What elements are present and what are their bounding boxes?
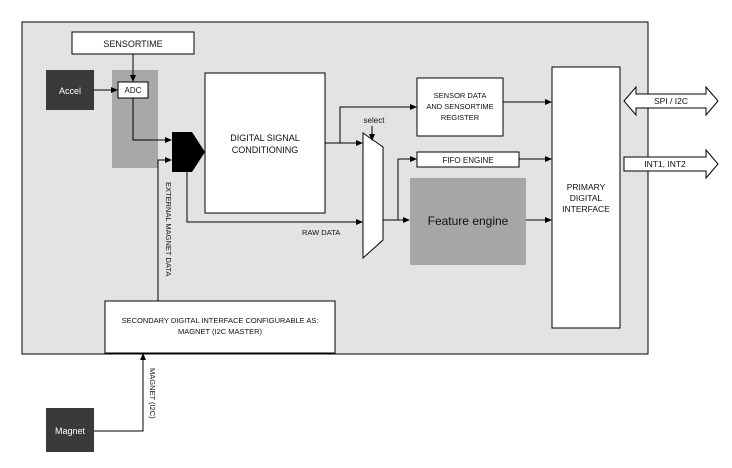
fifo-engine-label: FIFO ENGINE bbox=[442, 156, 493, 165]
digital-signal-conditioning-box bbox=[204, 72, 326, 214]
sensor-data-label-line3: REGISTER bbox=[441, 113, 480, 122]
raw-data-label: RAW DATA bbox=[302, 228, 340, 237]
conn-ext-magnet-merge bbox=[157, 157, 172, 301]
sensor-data-label-line2: AND SENSORTIME bbox=[426, 102, 493, 111]
pdi-label-line3: INTERFACE bbox=[562, 204, 610, 214]
adc-label: ADC bbox=[125, 86, 142, 95]
sensor-data-register-box bbox=[416, 77, 504, 137]
int-label: INT1, INT2 bbox=[644, 159, 686, 169]
secondary-digital-interface-box bbox=[104, 300, 336, 354]
magnet-i2c-label: MAGNET (I2C) bbox=[148, 368, 157, 419]
sensor-data-label-line1: SENSOR DATA bbox=[434, 91, 487, 100]
merge-block bbox=[172, 132, 205, 172]
conn-merge-raw-data bbox=[186, 172, 363, 225]
conn-magnet-sdi bbox=[94, 353, 146, 432]
feature-engine-box bbox=[410, 178, 526, 265]
conn-mux-fifo bbox=[383, 156, 417, 221]
sensortime-label: SENSORTIME bbox=[103, 39, 162, 49]
int-arrow bbox=[623, 148, 719, 180]
multiplexer bbox=[362, 132, 384, 260]
select-label: select bbox=[364, 116, 386, 125]
primary-digital-interface-box bbox=[551, 66, 621, 329]
magnet-label: Magnet bbox=[55, 426, 86, 436]
magnet-box bbox=[46, 408, 94, 452]
dsc-label-line1: DIGITAL SIGNAL bbox=[230, 133, 300, 143]
sdi-label-line2: MAGNET (I2C MASTER) bbox=[178, 327, 263, 336]
accel-box bbox=[46, 70, 94, 110]
spi-i2c-arrow bbox=[623, 85, 719, 117]
sdi-label-line1: SECONDARY DIGITAL INTERFACE CONFIGURABLE… bbox=[122, 316, 319, 325]
feature-engine-label: Feature engine bbox=[428, 214, 509, 228]
dsc-label-line2: CONDITIONING bbox=[232, 145, 299, 155]
accel-label: Accel bbox=[59, 86, 81, 96]
conn-dsc-register bbox=[339, 104, 417, 143]
pdi-label-line2: DIGITAL bbox=[570, 193, 603, 203]
spi-i2c-label: SPI / I2C bbox=[654, 96, 688, 106]
pdi-label-line1: PRIMARY bbox=[567, 182, 606, 192]
external-magnet-data-label: EXTERNAL MAGNET DATA bbox=[164, 182, 173, 276]
conn-adc-merge bbox=[132, 98, 172, 143]
